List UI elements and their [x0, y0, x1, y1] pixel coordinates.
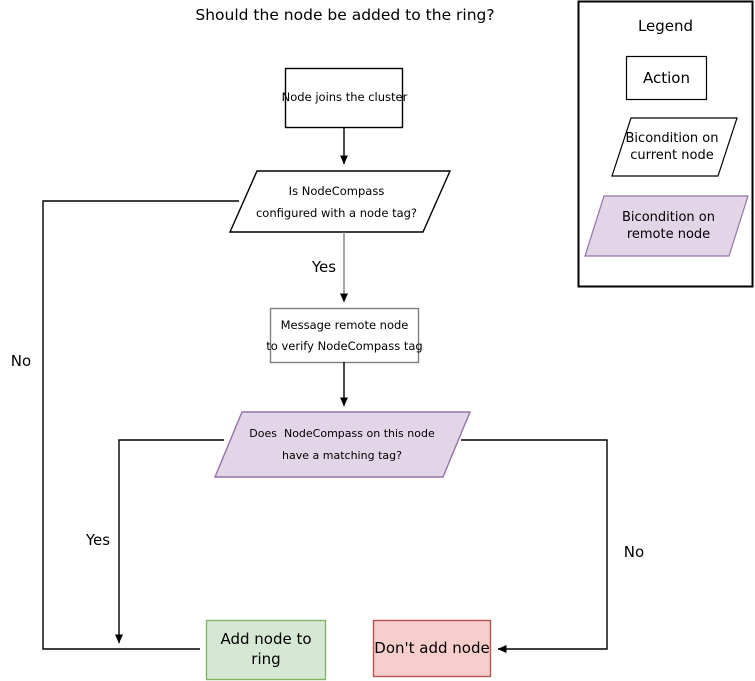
node-message-shape — [269, 307, 420, 364]
node-matching-tag-shape — [213, 411, 472, 478]
node-start-shape — [284, 67, 404, 129]
node-has-tag-shape — [228, 170, 452, 233]
edge-matching-tag-no — [461, 439, 608, 653]
legend-swatch-action — [625, 55, 708, 101]
node-add-node-shape — [205, 619, 327, 681]
edge-matching-tag-yes — [115, 439, 224, 644]
edge-has-tag-no — [42, 200, 239, 650]
legend-swatch-current-node — [611, 117, 738, 177]
legend-swatch-remote-node — [584, 195, 749, 257]
page-title: Should the node be added to the ring? — [195, 6, 495, 24]
node-deny-node-shape — [372, 619, 492, 678]
